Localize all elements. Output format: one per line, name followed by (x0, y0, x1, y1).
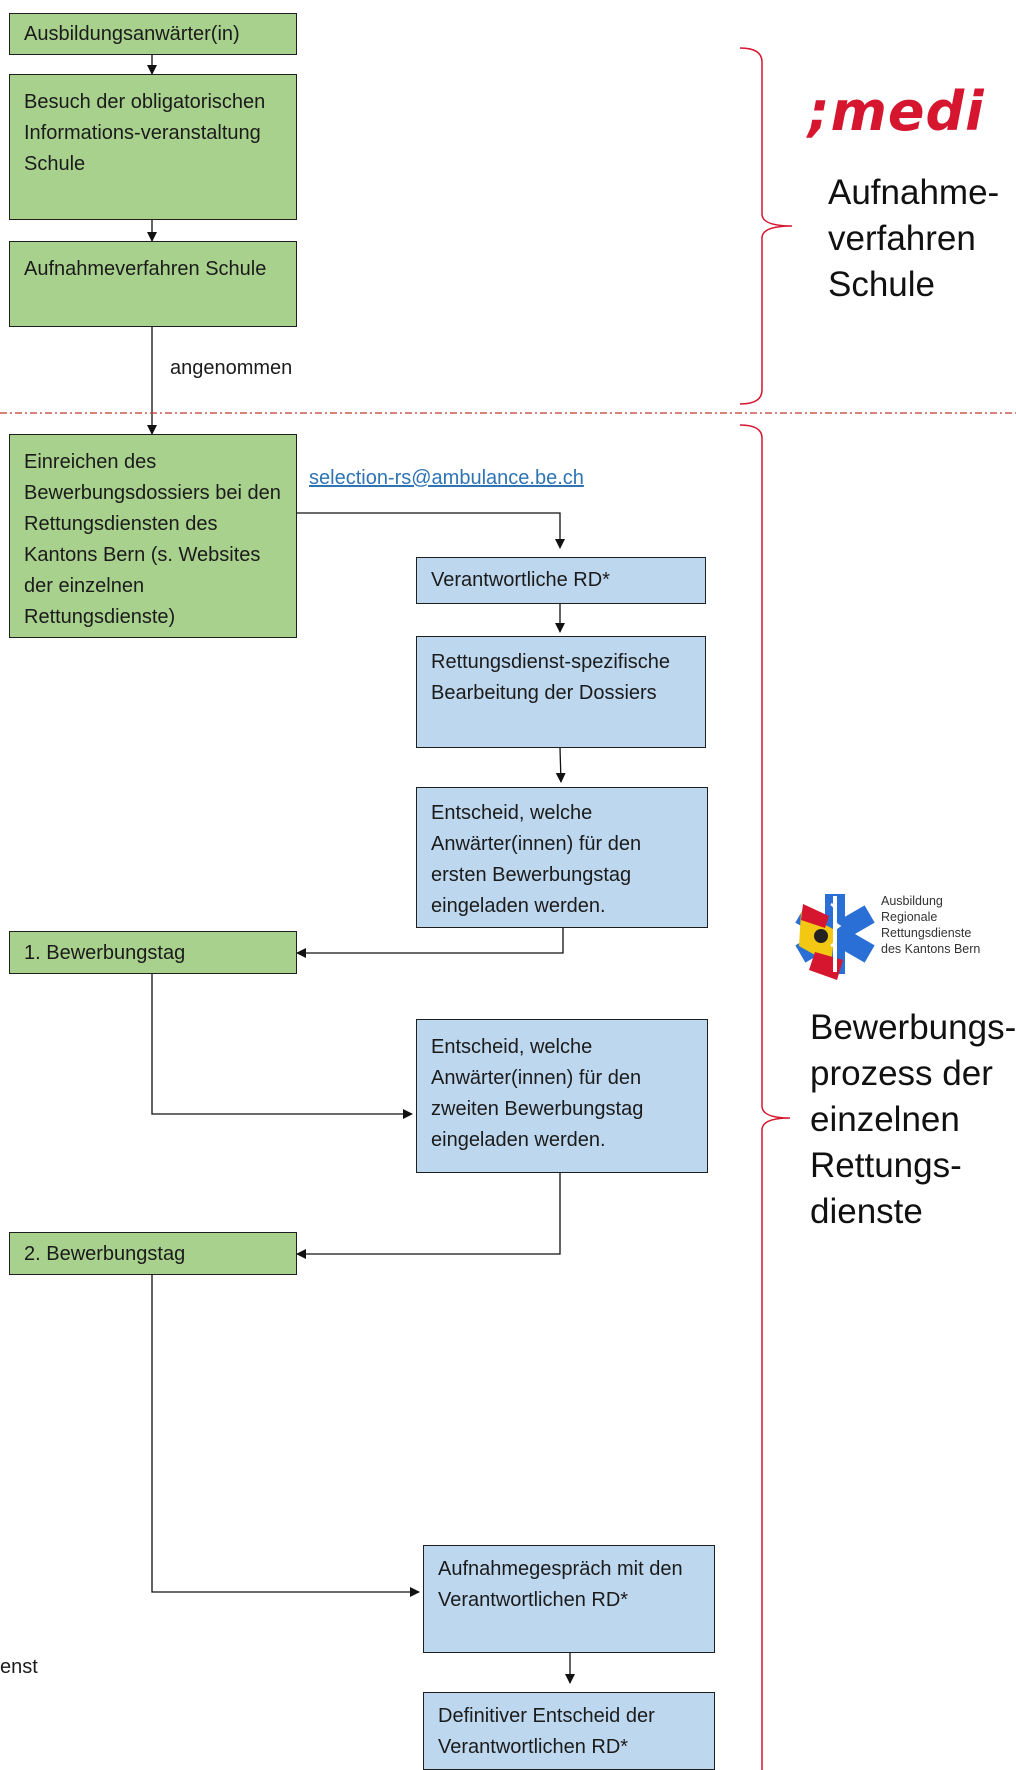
step-interview: Aufnahmegespräch mit den Verantwortliche… (423, 1545, 715, 1653)
step-responsible-rd: Verantwortliche RD* (416, 557, 706, 604)
step-final-decision: Definitiver Entscheid der Verantwortlich… (423, 1692, 715, 1770)
step-info-event: Besuch der obligatorischen Informations-… (9, 74, 297, 220)
logo-line-3: Rettungsdienste (881, 926, 972, 940)
step-submit-dossier: Einreichen des Bewerbungsdossiers bei de… (9, 434, 297, 638)
step-decision-second-day: Entscheid, welche Anwärter(innen) für de… (416, 1019, 708, 1173)
arrow-day1-to-decision2 (151, 974, 413, 1119)
step-applicant: Ausbildungsanwärter(in) (9, 13, 297, 55)
step-school-admission: Aufnahmeverfahren Schule (9, 241, 297, 327)
email-link[interactable]: selection-rs@ambulance.be.ch (309, 467, 584, 489)
rescue-section-title: Bewerbungs-prozess der einzelnen Rettung… (810, 1008, 1016, 1231)
star-of-life-icon (795, 894, 875, 980)
school-section-bracket (739, 47, 793, 405)
arrow-decision2-to-day2 (296, 1173, 561, 1259)
medi-logo: ;medi (808, 80, 985, 143)
logo-line-1: Ausbildung (881, 894, 943, 908)
arrow-day2-to-interview (151, 1275, 420, 1597)
rescue-logo-text: Ausbildung Regionale Rettungsdienste des… (881, 893, 980, 957)
label-accepted: angenommen (170, 357, 293, 379)
logo-line-4: des Kantons Bern (881, 942, 981, 956)
arrow-processing-to-decision (555, 747, 566, 783)
step-rd-processing: Rettungsdienst-spezifische Bearbeitung d… (416, 636, 706, 748)
step-decision-first-day: Entscheid, welche Anwärter(innen) für de… (416, 787, 708, 928)
step-application-day-2: 2. Bewerbungstag (9, 1232, 297, 1275)
cut-off-text: enst (0, 1656, 38, 1678)
arrow-dossier-to-rd (297, 512, 565, 549)
step-application-day-1: 1. Bewerbungstag (9, 931, 297, 974)
arrow-decision-to-day1 (296, 925, 564, 958)
school-section-title: Aufnahme-verfahren Schule (828, 173, 1000, 304)
logo-line-2: Regionale (881, 910, 938, 924)
rescue-section-bracket (739, 424, 791, 1770)
